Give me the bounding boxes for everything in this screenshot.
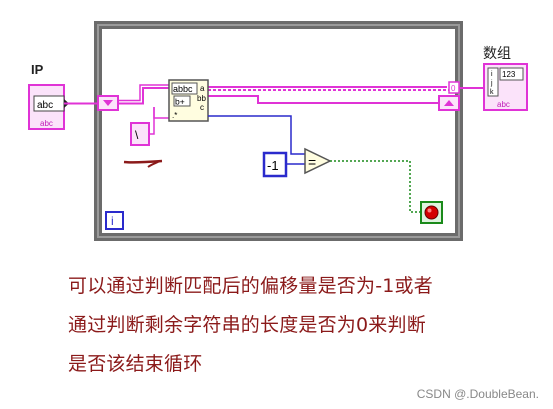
regex-string-constant[interactable]: \ [130, 107, 155, 146]
array-indicator[interactable]: i j k 123 abc [483, 63, 528, 111]
func-out-bb: bb [197, 94, 206, 103]
func-out-c: c [200, 103, 204, 112]
red-arrow-annotation [123, 159, 163, 168]
func-mid-text: b+ [175, 97, 185, 107]
func-dot-star: .* [172, 111, 177, 120]
array-indicator-label: 数组 [483, 46, 511, 62]
array-index-j: j [490, 80, 493, 87]
while-loop[interactable] [94, 21, 463, 241]
match-pattern-function[interactable]: abbc b+ a bb c .* [168, 79, 209, 122]
loop-index-label: i [111, 214, 114, 228]
offset-wire [208, 115, 305, 165]
caption-line-2: 通过判断剩余字符串的长度是否为0来判断 [68, 314, 426, 336]
array-num-text: 123 [502, 70, 516, 79]
tunnel-out-label: 0 [451, 84, 456, 93]
ip-string-tag: abc [37, 100, 53, 111]
caption-line-1: 可以通过判断匹配后的偏移量是否为-1或者 [68, 275, 433, 297]
loop-iteration-terminal: i [105, 211, 124, 230]
equal-comparison[interactable]: = [304, 147, 332, 175]
func-out-a: a [200, 84, 205, 93]
array-index-k: k [490, 89, 494, 96]
regex-constant-glyph: \ [135, 128, 139, 142]
ip-string-control[interactable]: abc abc [28, 84, 69, 130]
indexing-tunnel-out[interactable]: 0 [448, 81, 460, 94]
func-top-text: abbc [173, 84, 193, 94]
shift-register-left[interactable] [97, 95, 119, 111]
equal-symbol: = [308, 154, 316, 170]
array-abc-text: abc [497, 100, 510, 109]
ip-abc-tag: abc [40, 119, 53, 128]
minus-one-text: -1 [267, 158, 279, 173]
csdn-watermark: CSDN @.DoubleBean. [416, 387, 539, 401]
caption-line-3: 是否该结束循环 [68, 353, 203, 375]
string-wires [64, 84, 484, 119]
boolean-wire [330, 160, 421, 213]
minus-one-constant[interactable]: -1 [262, 151, 288, 178]
array-index-i: i [491, 71, 493, 78]
stop-if-true-terminal[interactable] [420, 201, 443, 224]
shift-register-right[interactable] [438, 95, 460, 111]
ip-control-label: IP [31, 62, 44, 77]
